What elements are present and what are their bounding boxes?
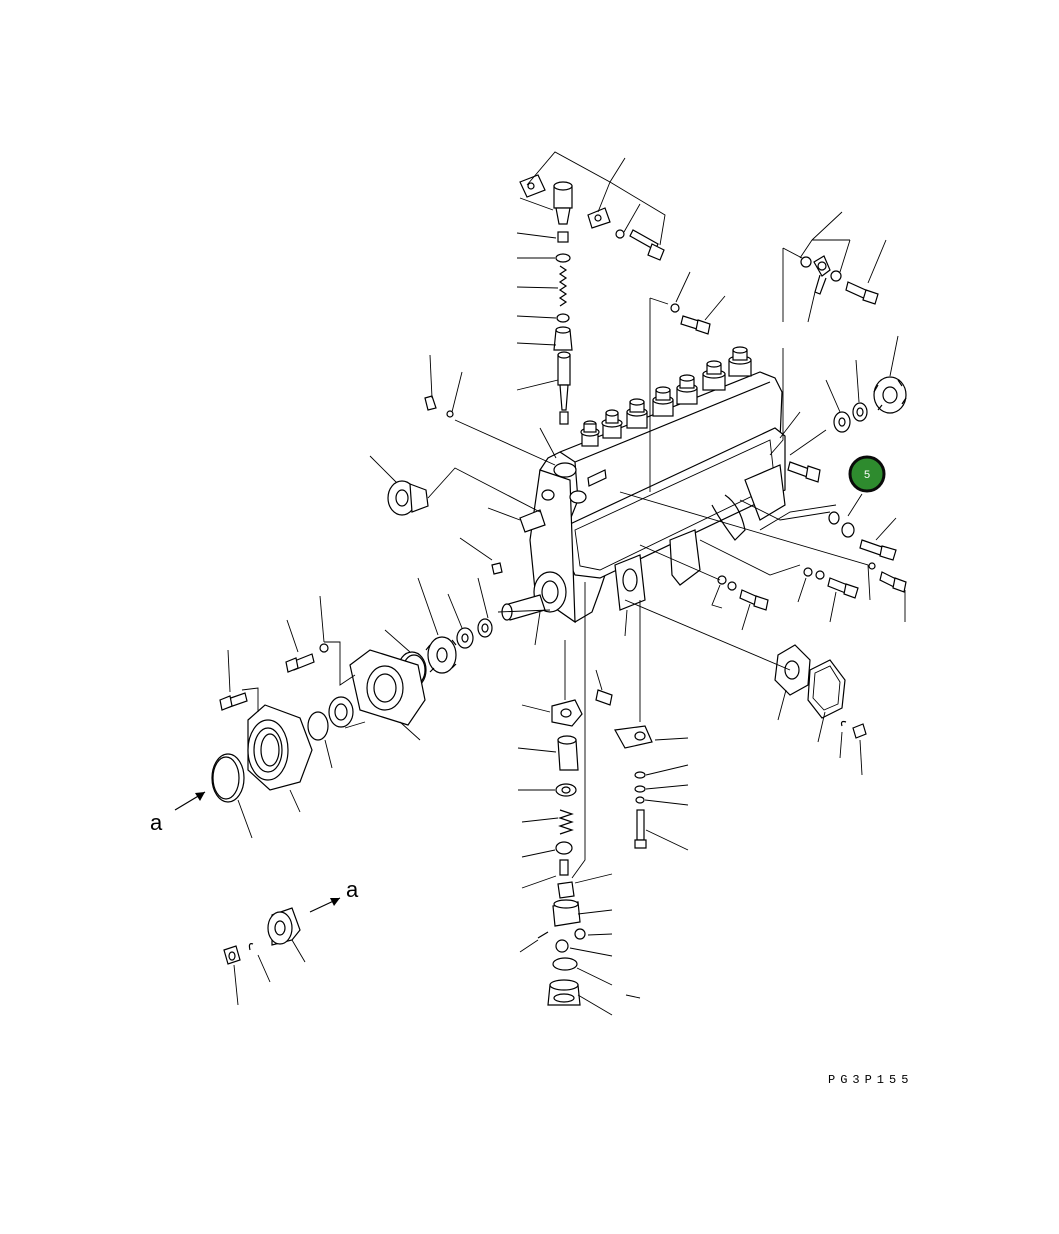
view-label-a-right: a — [346, 877, 359, 902]
pump-housing — [501, 371, 786, 624]
callout-number: 5 — [864, 469, 870, 481]
bottom-coupling-parts — [223, 897, 341, 965]
leader-lines — [227, 151, 906, 1016]
drive-coupling-assembly — [174, 395, 546, 811]
cover-plates — [774, 644, 867, 739]
drawing-code: PG3P155 — [828, 1073, 913, 1087]
view-label-a-left: a — [150, 810, 163, 835]
lower-governor-stack — [537, 689, 653, 1006]
delivery-valve-holders — [580, 346, 752, 447]
right-top-parts — [670, 255, 907, 611]
part-callout-5[interactable]: 5 — [848, 455, 886, 493]
top-valve-stack — [519, 174, 665, 425]
